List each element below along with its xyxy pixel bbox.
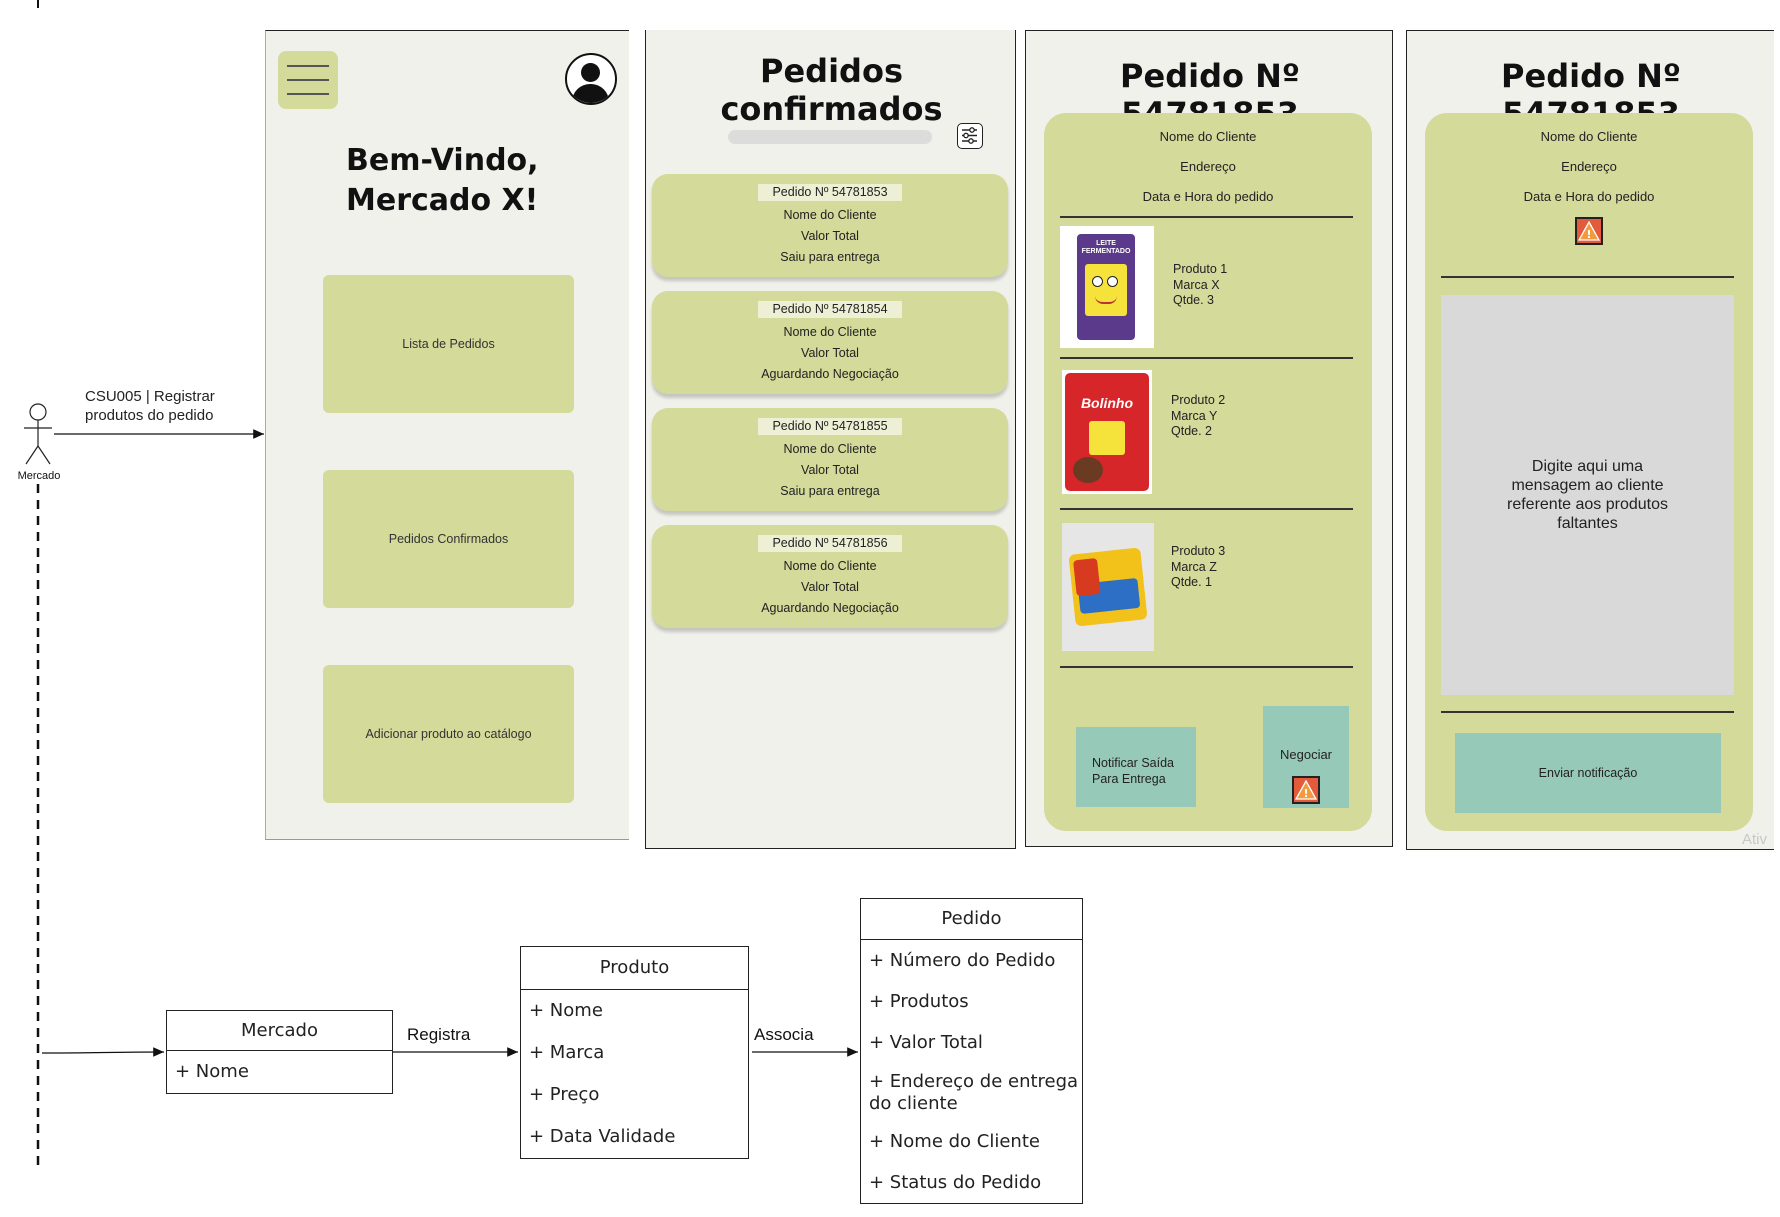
order-number: Pedido Nº 54781853: [758, 184, 902, 201]
order-client: Nome do Cliente: [783, 325, 877, 339]
divider: [1060, 508, 1353, 510]
use-case-label: CSU005 | Registrar produtos do pedido: [85, 388, 215, 424]
relation-label: Associa: [754, 1025, 814, 1044]
actor-figure: [24, 403, 52, 465]
order-card[interactable]: Pedido Nº 54781853 Nome do Cliente Valor…: [652, 174, 1008, 277]
order-number: Pedido Nº 54781854: [758, 301, 902, 318]
negotiate-label: Negociar: [1279, 747, 1333, 762]
class-mercado: Mercado + Nome: [166, 1010, 393, 1094]
product-brand: Marca X: [1173, 277, 1220, 292]
message-panel: Nome do Cliente Endereço Data e Hora do …: [1425, 113, 1753, 831]
product-info: Produto 2 Marca Y Qtde. 2: [1171, 393, 1225, 440]
class-attribute: + Produtos: [869, 991, 969, 1012]
class-attribute: + Data Validade: [529, 1126, 676, 1147]
address: Endereço: [1180, 159, 1236, 174]
address: Endereço: [1561, 159, 1617, 174]
home-screen: Bem-Vindo, Mercado X! Lista de Pedidos P…: [265, 30, 629, 840]
divider: [1060, 666, 1353, 668]
order-number: Pedido Nº 54781856: [758, 535, 902, 552]
search-input[interactable]: [728, 130, 932, 144]
class-attribute: + Endereço de entrega do cliente: [869, 1071, 1079, 1114]
menu-icon: [287, 65, 329, 67]
avatar-icon[interactable]: [565, 53, 617, 105]
product-qty: Qtde. 1: [1171, 575, 1212, 589]
order-card[interactable]: Pedido Nº 54781854 Nome do Cliente Valor…: [652, 291, 1008, 394]
order-status: Aguardando Negociação: [761, 601, 899, 615]
product-brand: Marca Y: [1171, 408, 1218, 423]
pedidos-confirmados-button[interactable]: Pedidos Confirmados: [323, 470, 574, 608]
divider: [1441, 711, 1734, 713]
actor-label: Mercado: [17, 470, 61, 482]
confirmed-orders-screen: Pedidos confirmados Pedido Nº 54781853 N…: [645, 30, 1016, 849]
svg-text:!: !: [1303, 787, 1308, 800]
product-image: Bolinho: [1062, 370, 1152, 494]
product-brand: Marca Z: [1171, 559, 1217, 574]
client-name: Nome do Cliente: [1159, 129, 1257, 144]
product-name: Produto 2: [1171, 393, 1226, 407]
class-pedido-name: Pedido: [861, 899, 1082, 940]
class-produto-name: Produto: [521, 947, 748, 990]
order-total: Valor Total: [801, 229, 859, 243]
menu-button[interactable]: [278, 51, 338, 109]
warning-icon: !: [1292, 776, 1320, 804]
order-total: Valor Total: [801, 580, 859, 594]
product-info: Produto 3 Marca Z Qtde. 1: [1171, 544, 1225, 591]
order-total: Valor Total: [801, 346, 859, 360]
product-qty: Qtde. 2: [1171, 424, 1212, 438]
order-client: Nome do Cliente: [783, 559, 877, 573]
class-attribute: + Valor Total: [869, 1032, 983, 1053]
class-produto: Produto + Nome + Marca + Preço + Data Va…: [520, 946, 749, 1159]
order-datetime: Data e Hora do pedido: [1142, 189, 1274, 204]
product-name: Produto 1: [1173, 262, 1228, 276]
message-screen: Pedido Nº 54781853 Nome do Cliente Ender…: [1406, 30, 1774, 850]
product-qty: Qtde. 3: [1173, 293, 1214, 307]
order-client: Nome do Cliente: [783, 208, 877, 222]
order-total: Valor Total: [801, 463, 859, 477]
order-status: Saiu para entrega: [780, 250, 880, 264]
product-name: Produto 3: [1171, 544, 1226, 558]
order-datetime: Data e Hora do pedido: [1523, 189, 1655, 204]
product-image: [1062, 523, 1154, 651]
adicionar-produto-button[interactable]: Adicionar produto ao catálogo: [323, 665, 574, 803]
order-number: Pedido Nº 54781855: [758, 418, 902, 435]
class-mercado-name: Mercado: [167, 1011, 392, 1051]
lista-pedidos-button[interactable]: Lista de Pedidos: [323, 275, 574, 413]
order-card[interactable]: Pedido Nº 54781856 Nome do Cliente Valor…: [652, 525, 1008, 628]
lifeline-to-mercado-arrow: [41, 1047, 165, 1057]
class-attribute: + Status do Pedido: [869, 1172, 1042, 1193]
send-notification-button[interactable]: Enviar notificação: [1455, 733, 1721, 813]
notify-departure-button[interactable]: Notificar Saída Para Entrega: [1076, 727, 1196, 807]
svg-text:!: !: [1586, 228, 1591, 241]
activation-watermark: Ativ: [1742, 831, 1768, 848]
class-attribute: + Número do Pedido: [869, 950, 1056, 971]
class-attribute: + Nome: [529, 1000, 603, 1021]
order-detail-panel: Nome do Cliente Endereço Data e Hora do …: [1044, 113, 1372, 831]
warning-icon: !: [1575, 217, 1603, 245]
class-attribute: + Marca: [529, 1042, 605, 1063]
message-textarea[interactable]: Digite aqui uma mensagem ao cliente refe…: [1441, 295, 1734, 695]
negotiate-button[interactable]: Negociar !: [1263, 706, 1349, 808]
order-client: Nome do Cliente: [783, 442, 877, 456]
divider: [1441, 276, 1734, 278]
divider: [1060, 216, 1353, 218]
welcome-title: Bem-Vindo, Mercado X!: [346, 143, 539, 218]
client-name: Nome do Cliente: [1540, 129, 1638, 144]
relation-label: Registra: [407, 1025, 471, 1044]
class-attribute: + Preço: [529, 1084, 600, 1105]
order-status: Aguardando Negociação: [761, 367, 899, 381]
class-attribute: + Nome: [175, 1061, 249, 1082]
filter-icon[interactable]: [957, 123, 983, 149]
class-attribute: + Nome do Cliente: [869, 1131, 1040, 1152]
order-status: Saiu para entrega: [780, 484, 880, 498]
order-detail-screen: Pedido Nº 54781853 Nome do Cliente Ender…: [1025, 30, 1393, 847]
confirmed-title: Pedidos confirmados: [720, 52, 943, 128]
class-pedido: Pedido + Número do Pedido + Produtos + V…: [860, 898, 1083, 1204]
product-info: Produto 1 Marca X Qtde. 3: [1173, 262, 1227, 309]
divider: [1060, 357, 1353, 359]
order-card[interactable]: Pedido Nº 54781855 Nome do Cliente Valor…: [652, 408, 1008, 511]
